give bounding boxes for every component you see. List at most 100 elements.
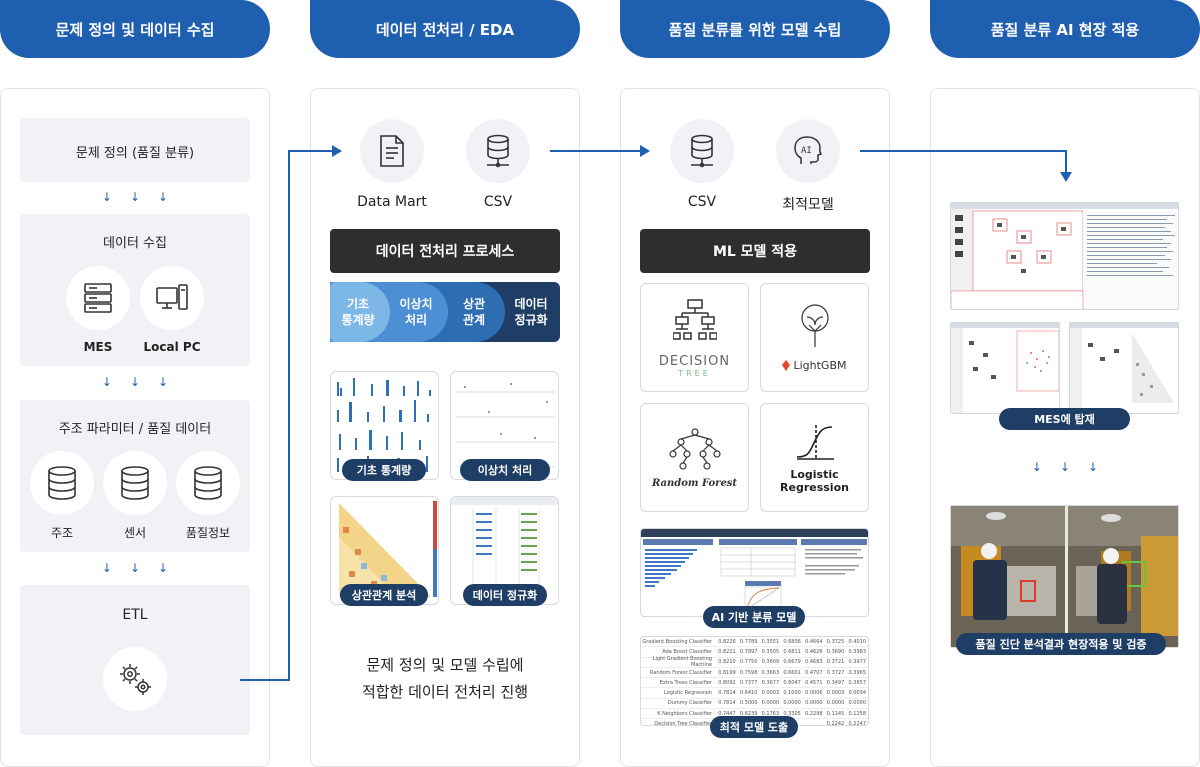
stage-basic-stats: 기초 통계량 — [341, 296, 375, 327]
preprocess-summary: 문제 정의 및 모델 수립에 적합한 데이터 전처리 진행 — [310, 652, 580, 706]
normalize-label: 데이터 정규화 — [463, 584, 547, 606]
header-step-1: 문제 정의 및 데이터 수집 — [0, 0, 270, 58]
model-name-cell: Logistic Regression — [664, 690, 712, 697]
metric-cell: 0.7447 — [718, 710, 736, 717]
model-name-cell: Decision Tree Classifier — [654, 721, 712, 726]
decision-tree-icon — [672, 298, 717, 340]
document-icon — [360, 119, 424, 183]
problem-label: 문제 정의 (품질 분류) — [75, 146, 195, 161]
stage-normalize: 데이터 정규화 — [514, 296, 548, 327]
connector-line — [1065, 150, 1067, 174]
metric-cell: 0.4626 — [805, 648, 823, 655]
metric-cell: 0.2242 — [826, 721, 845, 726]
decision-tree-card: DECISION TREE — [640, 283, 749, 392]
metric-cell: 0.6047 — [783, 679, 801, 686]
lightgbm-text: LightGBM — [793, 359, 847, 372]
etl-label: ETL — [122, 607, 148, 623]
mes-screenshot-right — [1069, 322, 1179, 414]
metric-cell: 0.2298 — [805, 710, 823, 717]
connector-line — [288, 150, 290, 681]
random-forest-card: Random Forest — [640, 403, 749, 512]
metric-cell: 0.7598 — [739, 669, 758, 676]
mes-screenshot-left — [950, 322, 1060, 414]
metric-cell: 0.0003 — [826, 690, 845, 697]
down-arrows-icon: ↓↓↓ — [101, 561, 187, 575]
process-stage-row: 기초 통계량 이상치 처리 상관 관계 데이터 정규화 — [330, 282, 560, 342]
metric-cell: 0.7814 — [718, 690, 736, 697]
metric-cell: 0.4707 — [805, 669, 823, 676]
summary-line-1: 문제 정의 및 모델 수립에 — [366, 656, 524, 674]
metric-cell: 0.8199 — [718, 669, 736, 676]
arrow-right-icon — [332, 145, 342, 157]
lightgbm-logo-icon — [782, 360, 791, 371]
down-arrows-icon: ↓↓↓ — [1031, 460, 1117, 474]
problem-box: 문제 정의 (품질 분류) — [20, 118, 250, 182]
model-name-cell: Extra Trees Classifier — [659, 679, 712, 686]
arrow-down-icon — [1060, 172, 1072, 182]
connector-line — [550, 150, 642, 152]
param-casting-label: 주조 — [50, 526, 74, 540]
metric-cell: 0.3965 — [848, 669, 867, 676]
server-icon — [66, 266, 130, 330]
basic-stats-label: 기초 통계량 — [342, 459, 426, 481]
metric-cell: 0.8210 — [718, 659, 736, 666]
preprocess-title-bar: 데이터 전처리 프로세스 — [330, 229, 560, 273]
metric-cell: 0.1000 — [783, 690, 801, 697]
field-verify-label: 품질 진단 분석결과 현장적용 및 검증 — [956, 633, 1166, 655]
ai-model-dashboard-thumbnail — [640, 528, 869, 617]
metric-cell: 0.6679 — [783, 659, 801, 666]
metric-cell: 0.4683 — [805, 659, 823, 666]
logistic-regression-card: Logistic Regression — [760, 403, 869, 512]
metric-cell: 0.1145 — [826, 710, 845, 717]
connector-line — [860, 150, 1067, 152]
random-forest-label: Random Forest — [651, 478, 738, 489]
outlier-label: 이상치 처리 — [460, 459, 550, 481]
metric-cell: 0.0000 — [761, 700, 780, 707]
metric-cell: 0.1258 — [848, 710, 867, 717]
metric-cell: 0.2247 — [848, 721, 867, 726]
best-model-icon-label: 최적모델 — [782, 197, 834, 213]
metric-cell: 0.3497 — [826, 679, 845, 686]
metric-cell: 0.4664 — [805, 638, 823, 645]
metric-cell: 0.1763 — [761, 710, 780, 717]
source-localpc-label: Local PC — [143, 340, 201, 354]
metric-cell: 0.6811 — [783, 648, 801, 655]
ai-model-label: AI 기반 분류 모델 — [703, 606, 805, 628]
metric-cell: 0.3551 — [761, 638, 780, 645]
metric-cell: 0.8221 — [718, 648, 736, 655]
param-box: 주조 파라미터 / 품질 데이터 주조 센서 품질정보 — [20, 400, 250, 552]
model-name-cell: Dummy Classifier — [667, 700, 712, 707]
header-step-2: 데이터 전처리 / EDA — [310, 0, 580, 58]
datamart-label: Data Mart — [357, 194, 427, 210]
metric-cell: 0.0003 — [761, 690, 780, 697]
metric-cell: 0.0000 — [805, 700, 823, 707]
metric-cell: 0.3305 — [783, 710, 801, 717]
metric-cell: 0.3609 — [761, 659, 780, 666]
stage-correlation: 상관 관계 — [462, 296, 486, 327]
database-network-icon — [670, 119, 734, 183]
metric-cell: 0.7789 — [739, 638, 758, 645]
arrow-right-icon — [640, 145, 650, 157]
etl-box: ETL — [20, 585, 250, 735]
sigmoid-curve-icon — [796, 425, 834, 461]
collect-box: 데이터 수집 MES Local PC — [20, 214, 250, 366]
metric-cell: 0.3725 — [826, 638, 845, 645]
database-icon — [176, 451, 240, 515]
summary-line-2: 적합한 데이터 전처리 진행 — [361, 683, 529, 701]
header-step-4: 품질 분류 AI 현장 적용 — [930, 0, 1200, 58]
forest-icon — [668, 428, 721, 470]
desktop-pc-icon — [140, 266, 204, 330]
csv-label: CSV — [483, 194, 513, 210]
metric-cell: 0.0034 — [848, 690, 867, 697]
metric-cell: 0.3727 — [826, 669, 845, 676]
metric-cell: 0.3690 — [826, 648, 845, 655]
metric-cell: 0.7750 — [739, 659, 758, 666]
mes-screenshot-main — [950, 202, 1179, 310]
lightgbm-card: LightGBM — [760, 283, 869, 392]
